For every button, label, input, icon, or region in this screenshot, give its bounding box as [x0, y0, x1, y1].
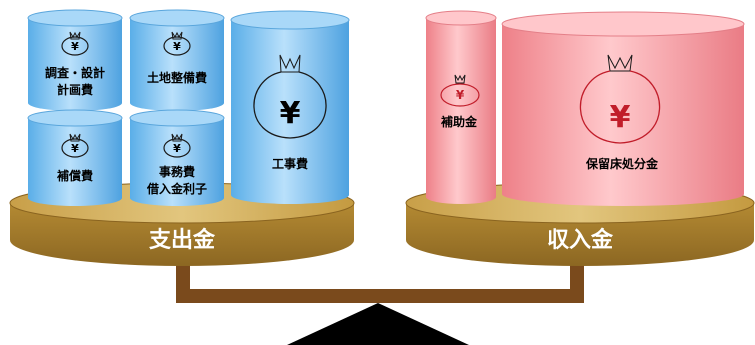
compensation-label: 補償費 [56, 168, 93, 183]
balance-beam [176, 255, 584, 303]
money-bag-icon: ¥ [163, 31, 191, 56]
survey-cost-label: 調査・設計 [45, 65, 105, 80]
fulcrum-triangle [287, 303, 469, 345]
svg-text:¥: ¥ [173, 142, 181, 155]
land-improvement-cylinder: ¥ 土地整備費 [129, 9, 225, 111]
money-bag-icon: ¥ [579, 54, 661, 144]
svg-text:¥: ¥ [456, 88, 465, 102]
svg-text:¥: ¥ [610, 100, 631, 135]
svg-text:¥: ¥ [280, 96, 301, 131]
admin-interest-cylinder: ¥ 事務費 借入金利子 [129, 109, 225, 206]
land-improvement-label: 土地整備費 [147, 70, 207, 85]
subsidy-label: 補助金 [440, 114, 478, 129]
reserved-floor-disposal-label: 保留床処分金 [585, 156, 659, 171]
subsidy-cylinder: ¥ 補助金 [425, 10, 497, 204]
compensation-cylinder: ¥ 補償費 [27, 109, 123, 206]
reserved-floor-disposal-cylinder: ¥ 保留床処分金 [501, 11, 745, 206]
money-bag-icon: ¥ [61, 31, 89, 56]
money-bag-icon: ¥ [61, 133, 89, 158]
svg-text:¥: ¥ [71, 142, 79, 155]
svg-text:¥: ¥ [71, 40, 79, 53]
revenue-base-label: 収入金 [547, 227, 614, 253]
svg-text:¥: ¥ [173, 40, 181, 53]
money-bag-icon: ¥ [440, 74, 480, 107]
expense-base-label: 支出金 [149, 227, 216, 253]
money-bag-icon: ¥ [163, 133, 191, 158]
admin-interest-label: 事務費 [159, 164, 195, 179]
construction-cost-label: 工事費 [272, 156, 308, 171]
survey-cost-cylinder: ¥ 調査・設計 計画費 [27, 9, 123, 111]
construction-cost-cylinder: ¥ 工事費 [230, 10, 350, 204]
admin-interest-label-line2: 借入金利子 [146, 181, 207, 196]
money-bag-icon: ¥ [253, 54, 327, 139]
survey-cost-label-line2: 計画費 [57, 82, 93, 97]
